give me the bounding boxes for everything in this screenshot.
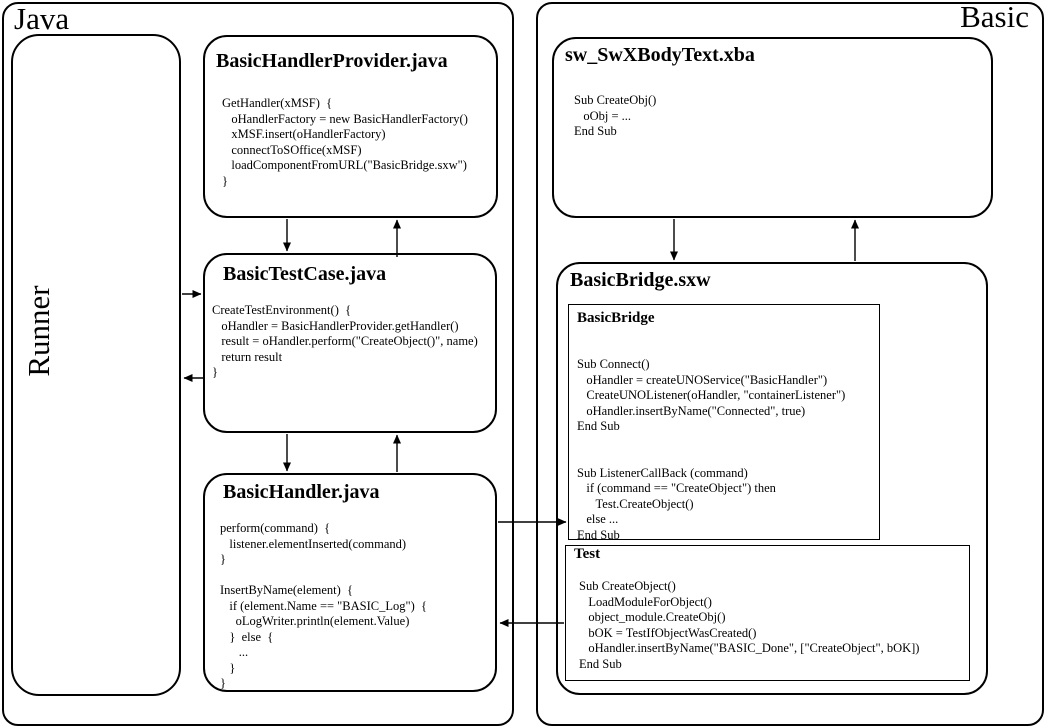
basic-region-label: Basic (960, 0, 1029, 34)
basichandler-title: BasicHandler.java (223, 481, 380, 503)
basictestcase-code: CreateTestEnvironment() { oHandler = Bas… (212, 303, 478, 379)
sw-swxbodytext-title: sw_SwXBodyText.xba (565, 44, 755, 66)
runner-box: Runner (11, 34, 181, 696)
runner-label: Runner (21, 285, 56, 377)
test-module-code: Sub CreateObject() LoadModuleForObject()… (579, 579, 920, 671)
sw-swxbodytext-code: Sub CreateObj() oObj = ... End Sub (574, 93, 657, 138)
basictestcase-box: BasicTestCase.java CreateTestEnvironment… (203, 253, 497, 433)
basictestcase-title: BasicTestCase.java (223, 263, 387, 285)
basichandler-box: BasicHandler.java perform(command) { lis… (203, 473, 497, 692)
basichandler-code: perform(command) { listener.elementInser… (220, 521, 428, 690)
basichandlerprovider-box: BasicHandlerProvider.java GetHandler(xMS… (203, 35, 498, 218)
test-module-box: Test Sub CreateObject() LoadModuleForObj… (565, 545, 970, 681)
java-region-label: Java (14, 1, 70, 36)
basicbridge-module-box: BasicBridge Sub Connect() oHandler = cre… (568, 304, 880, 542)
sw-swxbodytext-box: sw_SwXBodyText.xba Sub CreateObj() oObj … (552, 37, 993, 218)
basicbridge-module-code: Sub Connect() oHandler = createUNOServic… (577, 357, 846, 542)
basicbridge-sxw-title: BasicBridge.sxw (570, 269, 711, 291)
basicbridge-module-title: BasicBridge (577, 310, 655, 326)
test-module-title: Test (574, 546, 601, 562)
basichandlerprovider-title: BasicHandlerProvider.java (216, 50, 448, 72)
basichandlerprovider-code: GetHandler(xMSF) { oHandlerFactory = new… (222, 96, 468, 188)
